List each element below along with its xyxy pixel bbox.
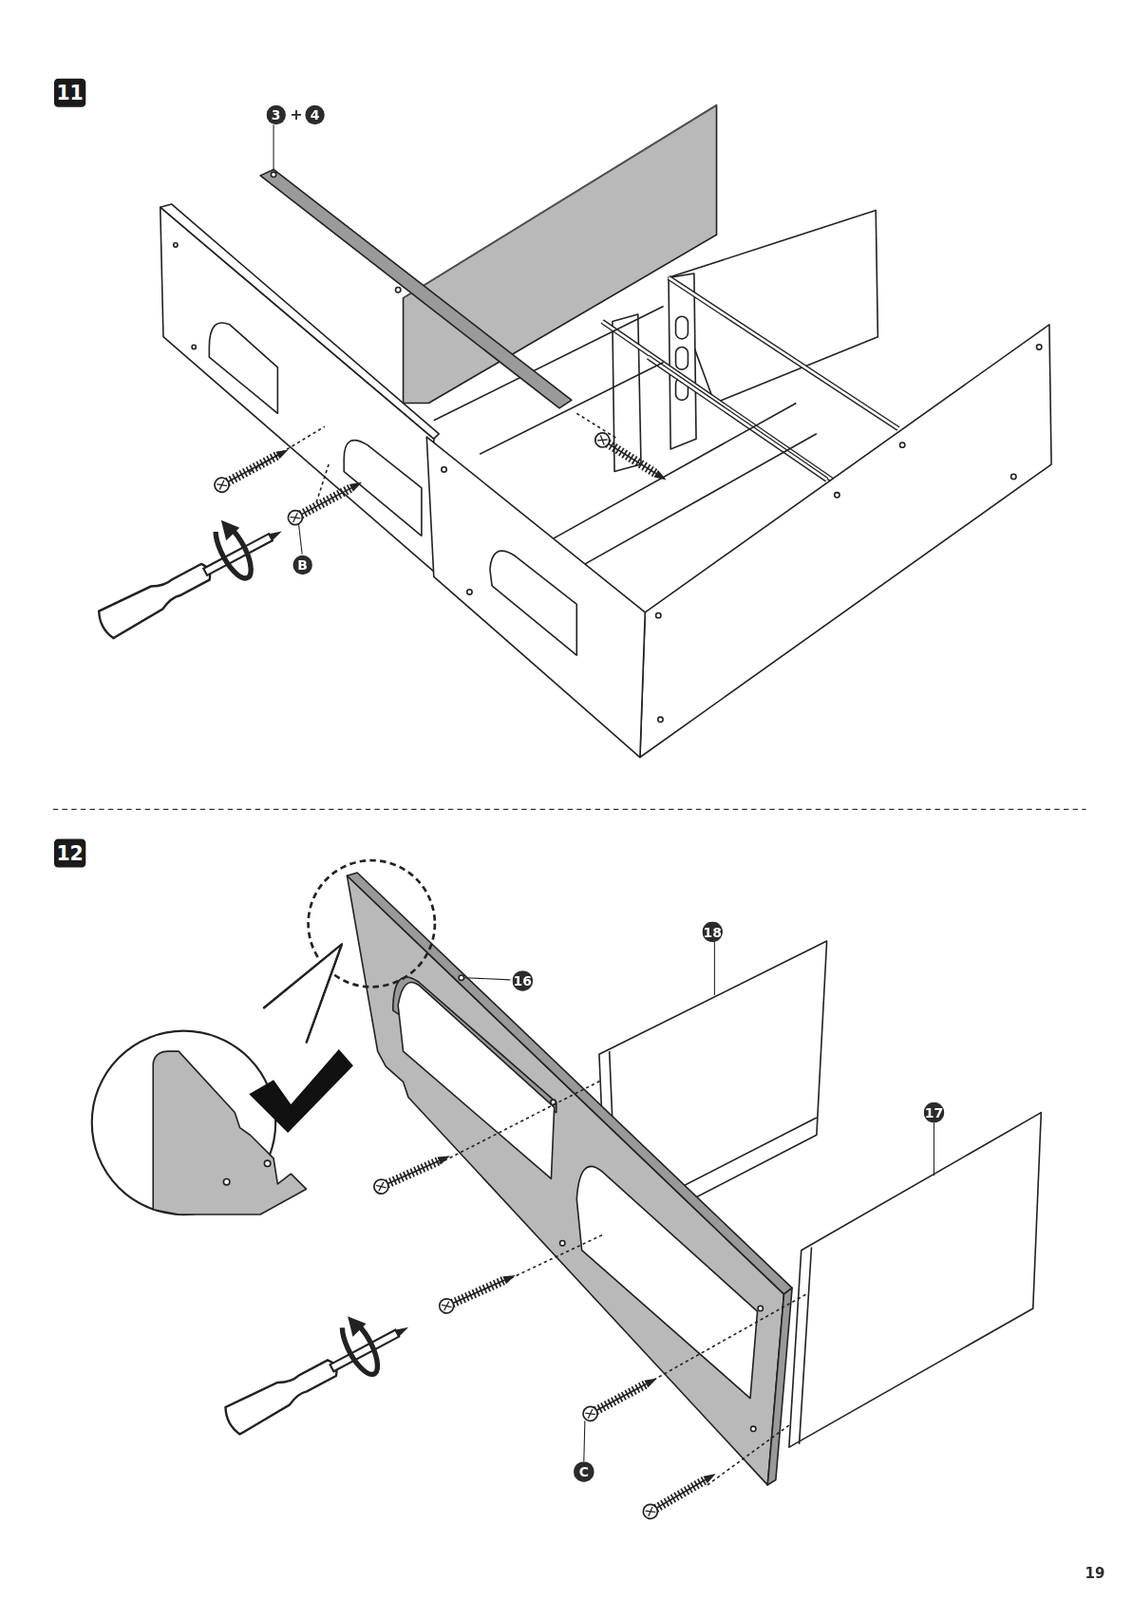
screw (641, 1468, 720, 1523)
callout-text: 17 (924, 1106, 944, 1120)
callout-number: 3 (266, 105, 286, 125)
panel-17 (789, 1113, 1041, 1449)
screw (436, 1268, 519, 1316)
step-number: 11 (54, 78, 86, 108)
screw (371, 1149, 453, 1196)
callout-text: B (297, 558, 308, 572)
screwdriver (84, 497, 294, 649)
screw (592, 430, 671, 487)
step-number-text: 11 (56, 83, 83, 103)
callout-text: 18 (703, 924, 722, 939)
page-number: 19 (1085, 1565, 1106, 1581)
callout-number: 16 (512, 970, 533, 991)
callout-text: C (579, 1465, 589, 1479)
front-panel-right (426, 436, 645, 757)
screw (580, 1372, 661, 1424)
screwdriver (211, 1293, 421, 1445)
front-panel-left (160, 207, 434, 572)
callout-number: 18 (701, 922, 722, 943)
callout-number: 17 (924, 1102, 944, 1123)
step-number-text: 12 (56, 843, 83, 863)
screw (285, 475, 366, 528)
step-12-illustration (92, 860, 1042, 1486)
callout-number: B (292, 555, 312, 575)
check-mark (248, 1049, 354, 1133)
upright (668, 273, 697, 450)
back-right-panel (668, 209, 878, 403)
callout-text: 4 (310, 108, 321, 122)
panel-16 (346, 875, 784, 1486)
callout-number: 4 (304, 105, 324, 125)
callout-text: 3 (271, 108, 282, 122)
side-panel (640, 324, 1052, 758)
callout-text: 16 (513, 974, 532, 988)
screw (211, 443, 292, 495)
plus-sign: + (289, 107, 303, 123)
callout-number: C (573, 1461, 594, 1482)
step-separator (53, 809, 1087, 811)
step-number: 12 (54, 839, 86, 868)
step-11-illustration (160, 105, 1052, 758)
